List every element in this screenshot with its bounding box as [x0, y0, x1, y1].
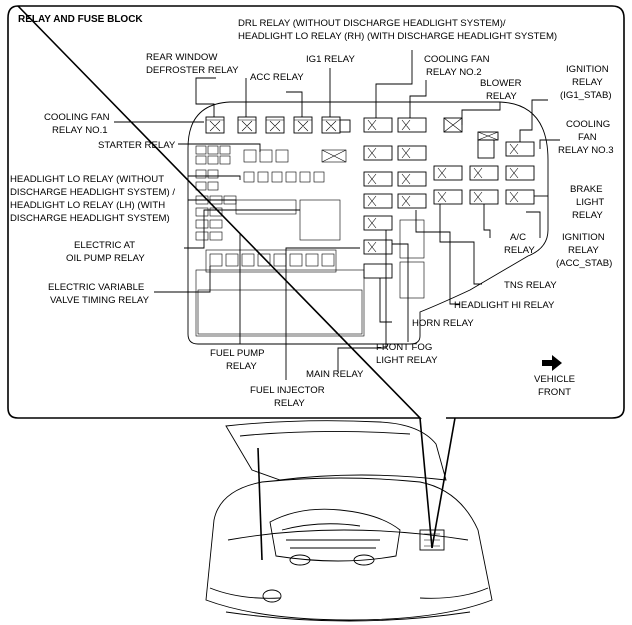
label-brake-light-relay: BRAKE LIGHT RELAY	[570, 184, 604, 221]
top-relay-row	[205, 116, 351, 134]
label-fuel-pump-relay: FUEL PUMP RELAY	[210, 348, 265, 372]
svg-text:RELAY: RELAY	[226, 361, 257, 372]
fuse-block-lower-compartment	[197, 289, 363, 335]
label-headlight-lo-relay: HEADLIGHT LO RELAY (WITHOUT DISCHARGE HE…	[10, 174, 175, 224]
fuse-block-mid-slot-a	[399, 219, 425, 259]
svg-text:RELAY: RELAY	[572, 77, 603, 88]
label-cooling-fan-relay-1: COOLING FAN RELAY NO.1	[44, 112, 110, 136]
svg-text:LIGHT RELAY: LIGHT RELAY	[376, 355, 438, 366]
svg-text:VALVE TIMING RELAY: VALVE TIMING RELAY	[50, 295, 150, 306]
diagram-title: RELAY AND FUSE BLOCK	[18, 14, 143, 25]
label-electric-at-oil-pump-relay: ELECTRIC AT OIL PUMP RELAY	[66, 240, 145, 264]
callout-frame	[7, 5, 625, 419]
svg-text:FRONT FOG: FRONT FOG	[376, 342, 432, 353]
svg-text:DISCHARGE HEADLIGHT SYSTEM) /: DISCHARGE HEADLIGHT SYSTEM) /	[10, 187, 175, 198]
label-fuel-injector-relay: FUEL INJECTOR RELAY	[250, 385, 325, 409]
svg-text:RELAY NO.2: RELAY NO.2	[426, 67, 482, 78]
svg-text:RELAY: RELAY	[572, 210, 603, 221]
svg-text:(ACC_STAB): (ACC_STAB)	[556, 258, 612, 269]
label-front-fog-light-relay: FRONT FOG LIGHT RELAY	[376, 342, 438, 366]
label-horn-relay: HORN RELAY	[412, 318, 474, 329]
svg-text:RELAY: RELAY	[568, 245, 599, 256]
fuse-block-inner-panel	[195, 269, 365, 337]
right-arrow-icon	[542, 355, 562, 371]
label-vehicle-front: VEHICLE FRONT	[534, 374, 575, 398]
label-main-relay: MAIN RELAY	[306, 369, 364, 380]
label-headlight-hi-relay: HEADLIGHT HI RELAY	[454, 300, 555, 311]
svg-text:FUEL PUMP: FUEL PUMP	[210, 348, 265, 359]
svg-text:A/C: A/C	[510, 232, 526, 243]
relay-ig1	[321, 116, 341, 134]
svg-text:ELECTRIC AT: ELECTRIC AT	[74, 240, 135, 251]
svg-text:HEADLIGHT LO RELAY (RH) (WITH: HEADLIGHT LO RELAY (RH) (WITH DISCHARGE …	[238, 31, 557, 42]
svg-text:OIL PUMP RELAY: OIL PUMP RELAY	[66, 253, 145, 264]
svg-text:IGNITION: IGNITION	[562, 232, 605, 243]
relay-starter	[265, 116, 285, 134]
svg-text:RELAY: RELAY	[486, 91, 517, 102]
svg-text:RELAY NO.1: RELAY NO.1	[52, 125, 108, 136]
svg-text:COOLING FAN: COOLING FAN	[424, 54, 490, 65]
svg-text:HEADLIGHT LO RELAY (LH) (WITH: HEADLIGHT LO RELAY (LH) (WITH	[10, 200, 165, 211]
svg-text:RELAY NO.3: RELAY NO.3	[558, 145, 614, 156]
leader-lines	[114, 50, 560, 380]
callout-pointer-right	[431, 417, 456, 549]
label-ignition-relay-ig1: IGNITION RELAY (IG1_STAB)	[560, 64, 612, 101]
svg-text:ELECTRIC VARIABLE: ELECTRIC VARIABLE	[48, 282, 144, 293]
label-electric-vvt-relay: ELECTRIC VARIABLE VALVE TIMING RELAY	[48, 282, 150, 306]
svg-text:(IG1_STAB): (IG1_STAB)	[560, 90, 612, 101]
bottom-relay-row	[205, 249, 337, 273]
svg-text:FUEL INJECTOR: FUEL INJECTOR	[250, 385, 325, 396]
relay-columns-right	[363, 117, 535, 279]
relay-rear-window	[237, 116, 257, 134]
relay-cooling-fan-1	[205, 116, 225, 134]
svg-text:BLOWER: BLOWER	[480, 78, 522, 89]
svg-text:BRAKE: BRAKE	[570, 184, 603, 195]
svg-text:HEADLIGHT LO RELAY (WITHOUT: HEADLIGHT LO RELAY (WITHOUT	[10, 174, 164, 185]
label-starter-relay: STARTER RELAY	[98, 140, 176, 151]
svg-text:FRONT: FRONT	[538, 387, 571, 398]
relay-crosses	[367, 117, 519, 253]
svg-text:LIGHT: LIGHT	[576, 197, 604, 208]
label-tns-relay: TNS RELAY	[504, 280, 557, 291]
svg-text:RELAY: RELAY	[504, 245, 535, 256]
svg-text:VEHICLE: VEHICLE	[534, 374, 575, 385]
svg-text:IGNITION: IGNITION	[566, 64, 609, 75]
svg-text:COOLING: COOLING	[566, 119, 610, 130]
label-acc-relay: ACC RELAY	[250, 72, 304, 83]
relay-acc	[293, 116, 313, 134]
car-engine-bay-illustration	[205, 420, 493, 622]
svg-text:FAN: FAN	[578, 132, 597, 143]
label-cooling-fan-relay-3: COOLING FAN RELAY NO.3	[558, 119, 614, 156]
svg-text:DRL RELAY (WITHOUT DISCHARGE H: DRL RELAY (WITHOUT DISCHARGE HEADLIGHT S…	[238, 18, 506, 29]
svg-text:RELAY: RELAY	[274, 398, 305, 409]
label-ac-relay: A/C RELAY	[504, 232, 535, 256]
label-blower-relay: BLOWER RELAY	[480, 78, 522, 102]
label-cooling-fan-relay-2: COOLING FAN RELAY NO.2	[424, 54, 490, 78]
svg-text:COOLING FAN: COOLING FAN	[44, 112, 110, 123]
svg-text:DISCHARGE HEADLIGHT SYSTEM): DISCHARGE HEADLIGHT SYSTEM)	[10, 213, 170, 224]
fuse-block-outline	[187, 101, 549, 345]
fuse-block-mid-slot-b	[399, 261, 425, 299]
label-ignition-relay-acc: IGNITION RELAY (ACC_STAB)	[556, 232, 612, 269]
label-rear-window-defroster-relay: REAR WINDOW DEFROSTER RELAY	[146, 52, 239, 76]
fuse-grid-left	[195, 145, 347, 241]
label-ig1-relay: IG1 RELAY	[306, 54, 355, 65]
svg-text:DEFROSTER RELAY: DEFROSTER RELAY	[146, 65, 239, 76]
label-drl-relay: DRL RELAY (WITHOUT DISCHARGE HEADLIGHT S…	[238, 18, 557, 42]
svg-text:REAR WINDOW: REAR WINDOW	[146, 52, 218, 63]
